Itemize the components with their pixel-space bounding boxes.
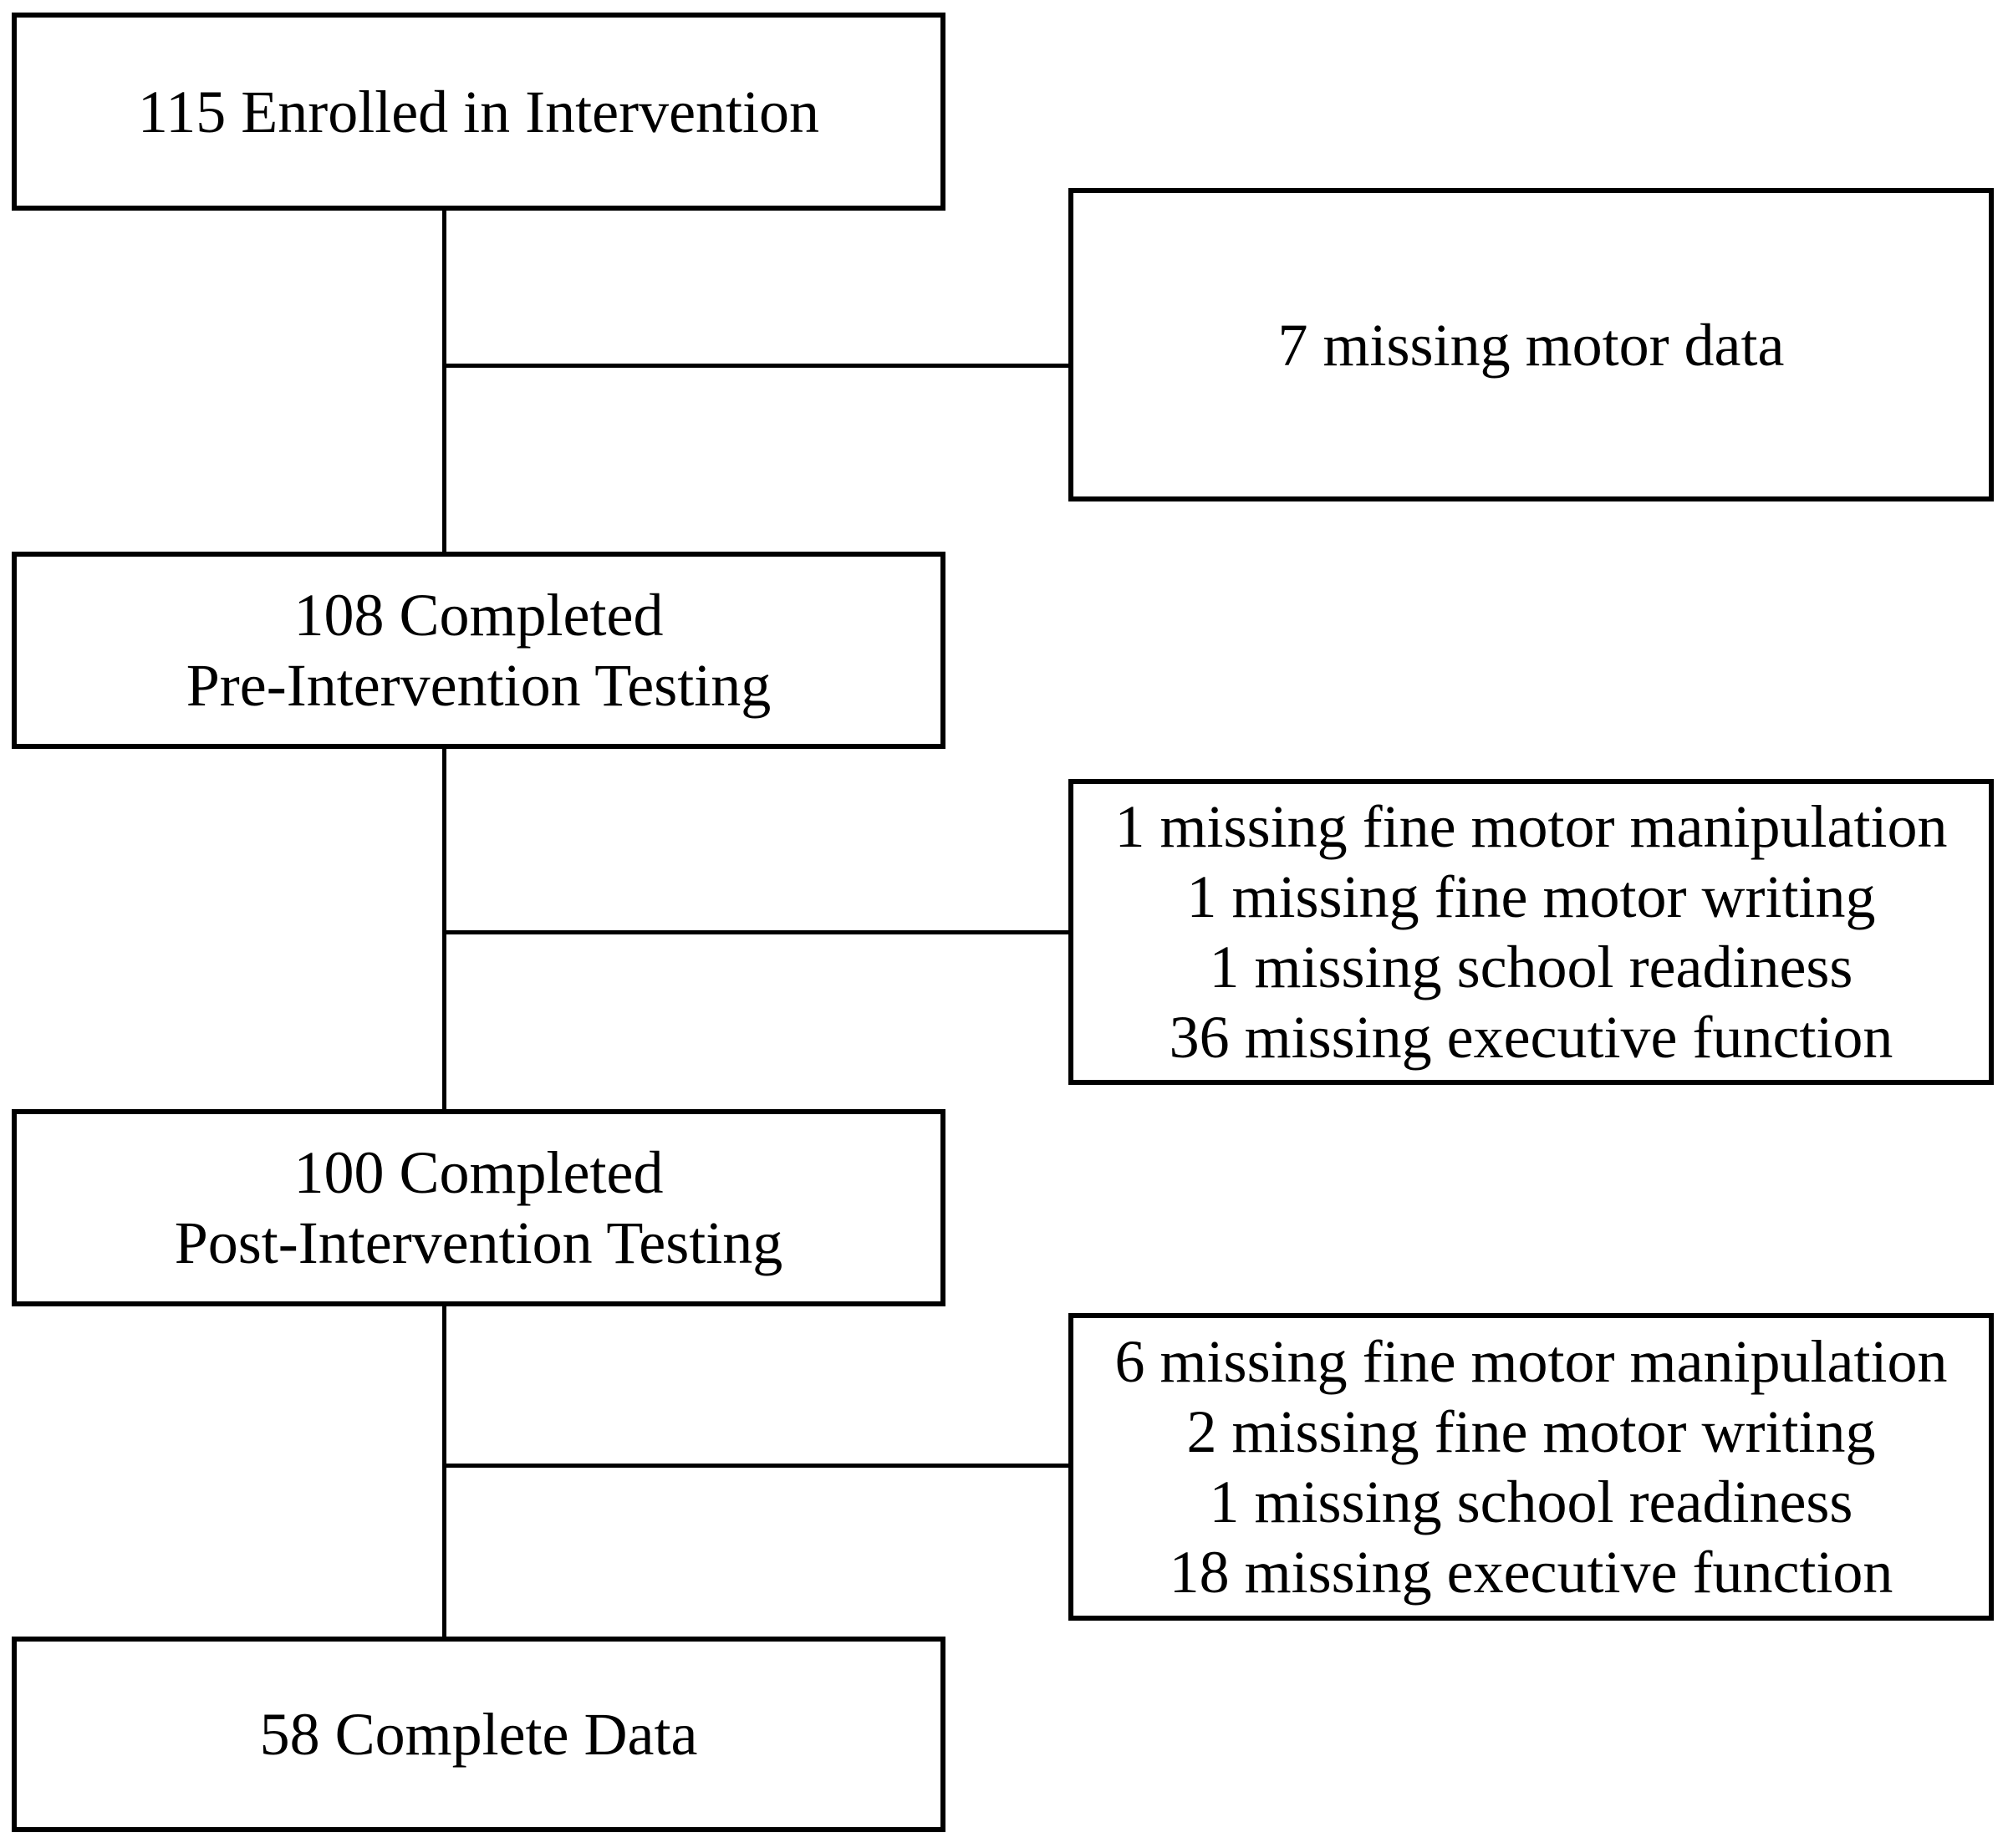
side-box-missing-post-line4: 18 missing executive function [1169,1539,1893,1606]
connector-enrolled-to-pre [442,211,446,552]
flow-box-post-intervention-line2: Post-Intervention Testing [174,1209,783,1276]
side-box-missing-pre-line2: 1 missing fine motor writing [1186,863,1876,930]
flow-box-complete-data-text: 58 Complete Data [259,1701,698,1768]
branch-to-missing-post [444,1464,1068,1468]
connector-post-to-complete [442,1306,446,1637]
flow-box-pre-intervention-line2: Pre-Intervention Testing [186,652,772,719]
side-box-missing-pre-intervention: 1 missing fine motor manipulation 1 miss… [1068,779,1994,1085]
flow-box-pre-intervention: 108 Completed Pre-Intervention Testing [12,552,945,749]
side-box-missing-motor-data-text: 7 missing motor data [1277,311,1785,379]
branch-to-missing-motor [444,364,1068,368]
flow-box-enrolled: 115 Enrolled in Intervention [12,13,945,211]
side-box-missing-post-line3: 1 missing school readiness [1209,1469,1853,1535]
side-box-missing-pre-line1: 1 missing fine motor manipulation [1114,793,1948,860]
flow-box-complete-data: 58 Complete Data [12,1637,945,1832]
side-box-missing-post-intervention: 6 missing fine motor manipulation 2 miss… [1068,1313,1994,1621]
flow-box-enrolled-text: 115 Enrolled in Intervention [137,78,820,145]
side-box-missing-pre-line3: 1 missing school readiness [1209,934,1853,1000]
connector-pre-to-post [442,749,446,1109]
side-box-missing-pre-line4: 36 missing executive function [1169,1004,1893,1071]
side-box-missing-post-line1: 6 missing fine motor manipulation [1114,1328,1948,1395]
side-box-missing-motor-data: 7 missing motor data [1068,188,1994,501]
flow-box-pre-intervention-line1: 108 Completed [293,582,664,649]
flow-box-post-intervention: 100 Completed Post-Intervention Testing [12,1109,945,1306]
side-box-missing-post-line2: 2 missing fine motor writing [1186,1398,1876,1465]
branch-to-missing-pre [444,930,1068,934]
flow-box-post-intervention-line1: 100 Completed [293,1139,664,1206]
